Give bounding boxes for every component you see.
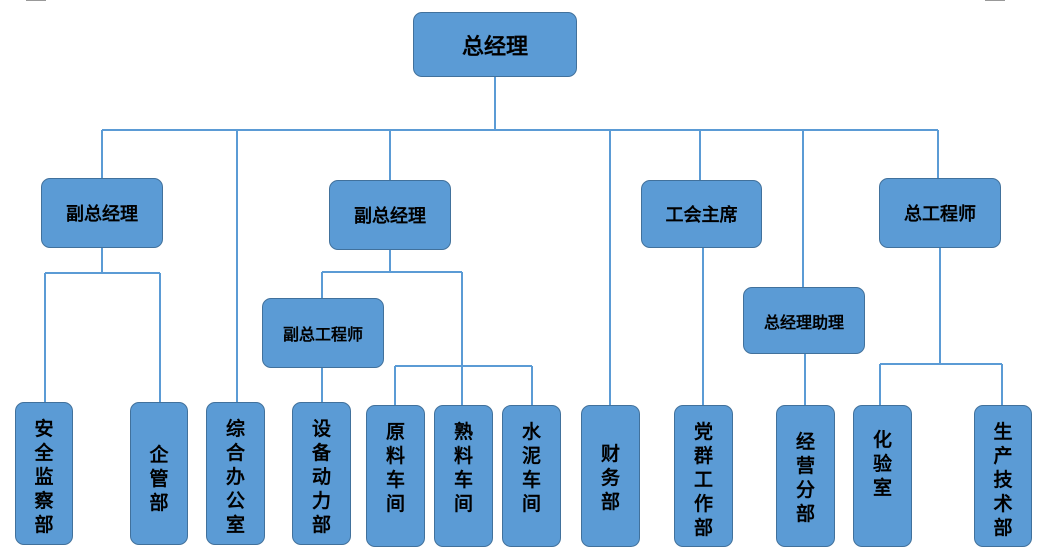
node-raw-material: 原料车间 [366,405,425,547]
node-label: 化验室 [872,429,892,499]
node-sales: 经营分部 [776,405,835,547]
node-label: 副总工程师 [282,325,363,344]
node-deputy-chief-engineer: 副总工程师 [262,298,384,368]
node-cement: 水泥车间 [502,405,561,547]
node-label: 生产技术部 [993,421,1013,539]
node-ceo-assistant: 总经理助理 [743,287,865,354]
node-label: 设备动力部 [311,418,331,536]
node-production-tech: 生产技术部 [974,405,1032,547]
node-label: 熟料车间 [453,421,473,515]
node-admin: 综合办公室 [206,402,265,545]
node-label: 党群工作部 [693,421,713,539]
node-vp1: 副总经理 [41,178,163,248]
node-ceo: 总经理 [413,12,577,77]
node-label: 经营分部 [795,431,815,525]
node-party: 党群工作部 [674,405,733,547]
node-label: 总经理 [461,34,528,60]
node-lab: 化验室 [853,405,912,547]
node-label: 副总经理 [66,204,138,225]
node-label: 综合办公室 [225,418,245,536]
node-union: 工会主席 [641,180,762,248]
node-label: 安全监察部 [34,418,54,536]
node-label: 副总经理 [354,206,426,227]
node-vp2: 副总经理 [329,180,451,250]
node-label: 水泥车间 [521,421,541,515]
page-corner-mark [26,0,46,1]
node-finance: 财务部 [581,405,640,547]
node-clinker: 熟料车间 [434,405,493,547]
node-label: 原料车间 [385,421,405,515]
node-label: 总经理助理 [763,312,844,332]
node-label: 财务部 [600,443,620,513]
node-label: 企管部 [149,444,169,514]
node-management: 企管部 [130,402,188,545]
node-equipment: 设备动力部 [292,402,351,545]
node-label: 工会主席 [665,205,738,226]
page-corner-mark [985,0,1005,1]
node-label: 总工程师 [904,204,976,225]
node-chief-engineer: 总工程师 [879,178,1001,248]
node-safety: 安全监察部 [15,402,73,545]
